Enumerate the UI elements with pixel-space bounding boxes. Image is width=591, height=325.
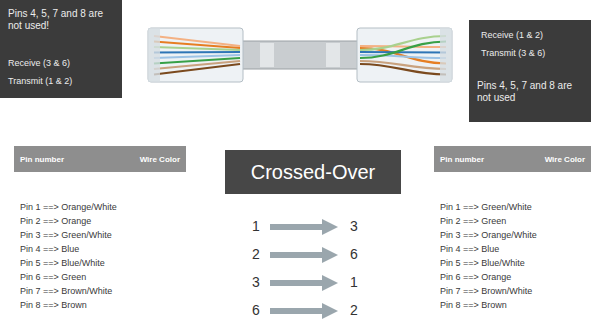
- pin-number: 2: [248, 246, 264, 263]
- plug-contacts: [148, 28, 160, 82]
- column-heading: Pin number: [440, 155, 484, 164]
- info-panel: Pins 4, 5, 7 and 8 are not used! Receive …: [0, 0, 122, 98]
- wire-pairs: [154, 36, 240, 75]
- panel-note: Pins 4, 5, 7 and 8 are not used!: [8, 8, 114, 32]
- panel-note: Receive (3 & 6): [8, 58, 114, 69]
- title-banner: Crossed-Over: [225, 150, 401, 194]
- pin-wire-color: Pin 6 ==> Orange: [440, 272, 511, 283]
- table-header: Pin number Wire Color: [434, 146, 591, 172]
- pin-number: 3: [346, 218, 362, 235]
- wire-pairs: [360, 36, 446, 75]
- panel-note: Transmit (3 & 6): [481, 48, 587, 59]
- pin-wire-color: Pin 5 ==> Blue/White: [20, 258, 105, 269]
- pin-wire-color: Pin 4 ==> Blue: [440, 244, 499, 255]
- pin-number: 2: [346, 302, 362, 319]
- panel-note: Receive (1 & 2): [481, 30, 587, 41]
- pin-wire-color: Pin 3 ==> Green/White: [20, 230, 112, 241]
- pin-number: 6: [346, 246, 362, 263]
- pin-wire-color: Pin 8 ==> Brown: [440, 300, 507, 311]
- pin-number: 1: [248, 218, 264, 235]
- table-header: Pin number Wire Color: [14, 146, 186, 172]
- pin-wire-color: Pin 5 ==> Blue/White: [440, 258, 525, 269]
- column-heading: Wire Color: [140, 155, 180, 164]
- pin-wire-color: Pin 1 ==> Green/White: [440, 202, 532, 213]
- pin-wire-color: Pin 7 ==> Brown/White: [440, 286, 532, 297]
- pin-wire-color: Pin 6 ==> Green: [20, 272, 86, 283]
- panel-note: Transmit (1 & 2): [8, 76, 114, 87]
- banner-title: Crossed-Over: [251, 161, 375, 184]
- pin-wire-color: Pin 8 ==> Brown: [20, 300, 87, 311]
- crossover-arrows: [270, 219, 338, 319]
- cable-jacket: [238, 41, 362, 69]
- column-heading: Pin number: [20, 155, 64, 164]
- pin-wire-color: Pin 2 ==> Orange: [20, 216, 91, 227]
- cable-band: [260, 43, 274, 67]
- pin-wire-color: Pin 4 ==> Blue: [20, 244, 79, 255]
- info-panel: Receive (1 & 2) Transmit (3 & 6) Pins 4, 5…: [469, 20, 591, 122]
- rj45-plug: [357, 28, 452, 82]
- pin-wire-color: Pin 7 ==> Brown/White: [20, 286, 112, 297]
- pin-wire-color: Pin 3 ==> Orange/White: [440, 230, 537, 241]
- pin-wire-color: Pin 2 ==> Green: [440, 216, 506, 227]
- rj45-plug: [148, 28, 243, 82]
- plug-contacts: [440, 28, 452, 82]
- cable-band: [326, 43, 340, 67]
- column-heading: Wire Color: [545, 155, 585, 164]
- pin-number: 1: [346, 274, 362, 291]
- pin-number: 3: [248, 274, 264, 291]
- panel-note: Pins 4, 5, 7 and 8 are not used: [477, 80, 585, 104]
- pin-wire-color: Pin 1 ==> Orange/White: [20, 202, 117, 213]
- pin-number: 6: [248, 302, 264, 319]
